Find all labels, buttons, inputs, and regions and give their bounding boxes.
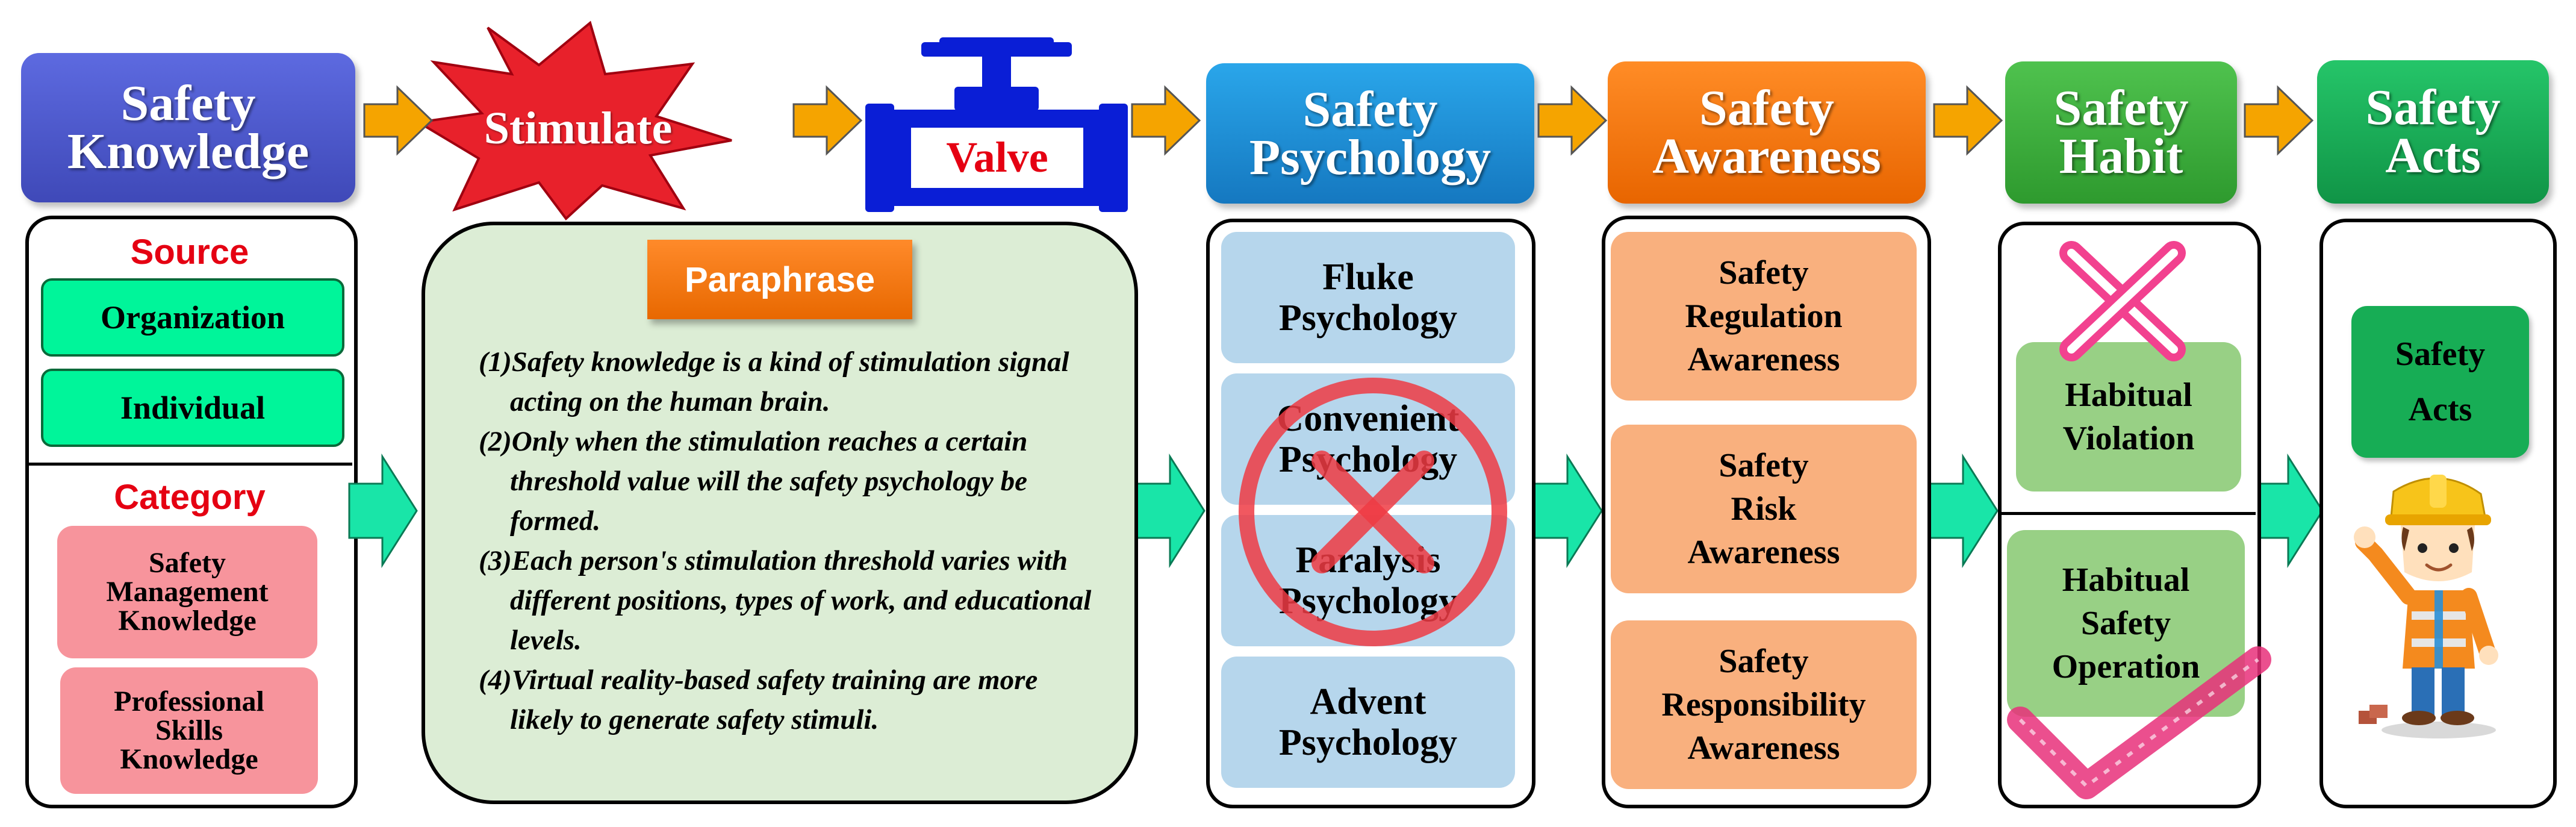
header-safety-awareness: Safety Awareness bbox=[1608, 61, 1926, 204]
acts-item-safety-acts: Safety Acts bbox=[2351, 306, 2529, 458]
valve-icon bbox=[865, 37, 1128, 212]
habit-item-violation: Habitual Violation bbox=[2016, 342, 2241, 492]
paraphrase-point-3: (3)Each person's stimulation threshold v… bbox=[479, 545, 1092, 656]
psychology-item-advent: Advent Psychology bbox=[1221, 657, 1515, 788]
orange-arrow-icon bbox=[1933, 85, 2003, 156]
paraphrase-point-2: (2)Only when the stimulation reaches a c… bbox=[479, 426, 1028, 537]
paraphrase-text: (1)Safety knowledge is a kind of stimula… bbox=[479, 342, 1105, 740]
orange-arrow-icon bbox=[1537, 85, 1608, 156]
category-label: Category bbox=[114, 478, 266, 517]
orange-arrow-icon bbox=[1131, 85, 1201, 156]
starburst-icon bbox=[415, 20, 732, 220]
green-arrow-icon bbox=[1533, 453, 1603, 569]
psychology-item-convenient: Convenient Psychology bbox=[1221, 373, 1515, 505]
psychology-item-fluke: Fluke Psychology bbox=[1221, 232, 1515, 363]
knowledge-divider bbox=[27, 463, 352, 466]
paraphrase-point-4: (4)Virtual reality-based safety training… bbox=[479, 664, 1038, 735]
header-safety-habit: Safety Habit bbox=[2005, 61, 2237, 204]
paraphrase-point-1: (1)Safety knowledge is a kind of stimula… bbox=[479, 346, 1069, 417]
green-arrow-icon bbox=[1929, 453, 1999, 569]
awareness-item-regulation: Safety Regulation Awareness bbox=[1611, 232, 1917, 401]
worker-icon bbox=[2354, 475, 2498, 738]
awareness-item-risk: Safety Risk Awareness bbox=[1611, 425, 1917, 593]
green-arrow-icon bbox=[348, 453, 418, 569]
green-arrow-icon bbox=[2254, 453, 2324, 569]
awareness-item-responsibility: Safety Responsibility Awareness bbox=[1611, 620, 1917, 789]
checkmark-icon bbox=[2007, 646, 2271, 799]
source-item-individual: Individual bbox=[41, 369, 344, 447]
header-safety-knowledge: Safety Knowledge bbox=[21, 53, 355, 202]
header-safety-psychology: Safety Psychology bbox=[1206, 63, 1534, 204]
orange-arrow-icon bbox=[363, 85, 434, 156]
habit-divider bbox=[2000, 512, 2256, 515]
cross-icon bbox=[1239, 378, 1507, 646]
header-safety-acts: Safety Acts bbox=[2317, 60, 2549, 204]
valve-label: Valve bbox=[946, 133, 1048, 181]
paraphrase-label: Paraphrase bbox=[647, 240, 912, 319]
category-item-management: Safety Management Knowledge bbox=[57, 526, 317, 658]
orange-arrow-icon bbox=[2244, 85, 2314, 156]
orange-arrow-icon bbox=[792, 85, 863, 156]
category-item-professional: Professional Skills Knowledge bbox=[60, 667, 318, 794]
green-arrow-icon bbox=[1136, 453, 1206, 569]
stimulate-label: Stimulate bbox=[484, 103, 673, 154]
source-item-organization: Organization bbox=[41, 278, 344, 357]
cross-icon bbox=[2059, 241, 2186, 361]
source-label: Source bbox=[130, 232, 249, 272]
